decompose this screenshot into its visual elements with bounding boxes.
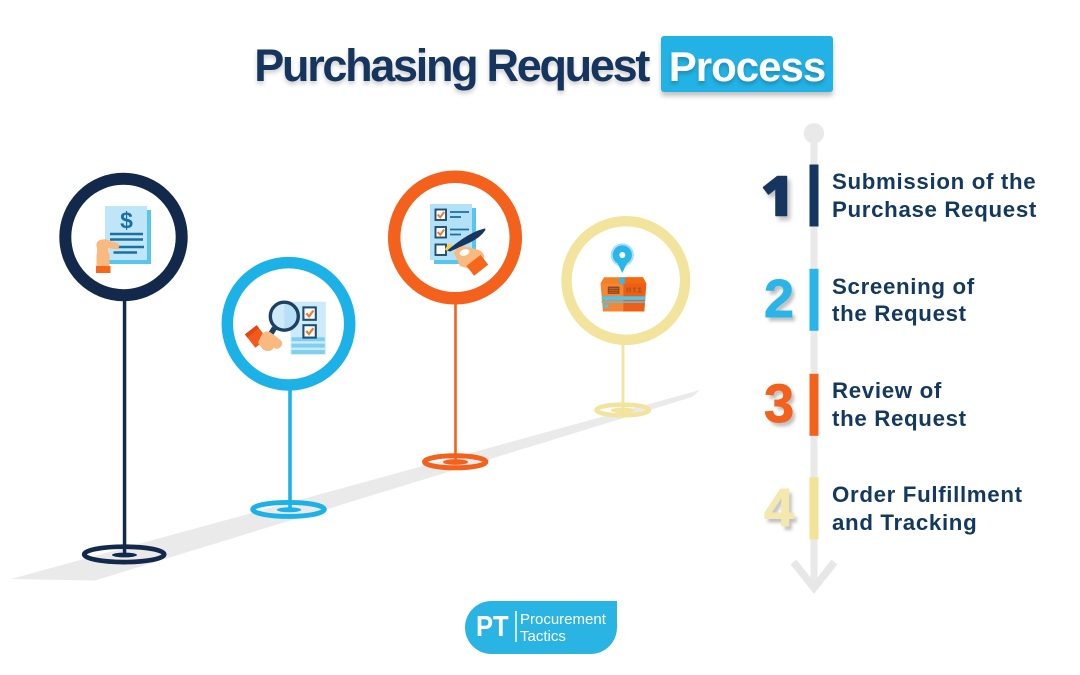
svg-text:$: $ bbox=[120, 208, 133, 234]
